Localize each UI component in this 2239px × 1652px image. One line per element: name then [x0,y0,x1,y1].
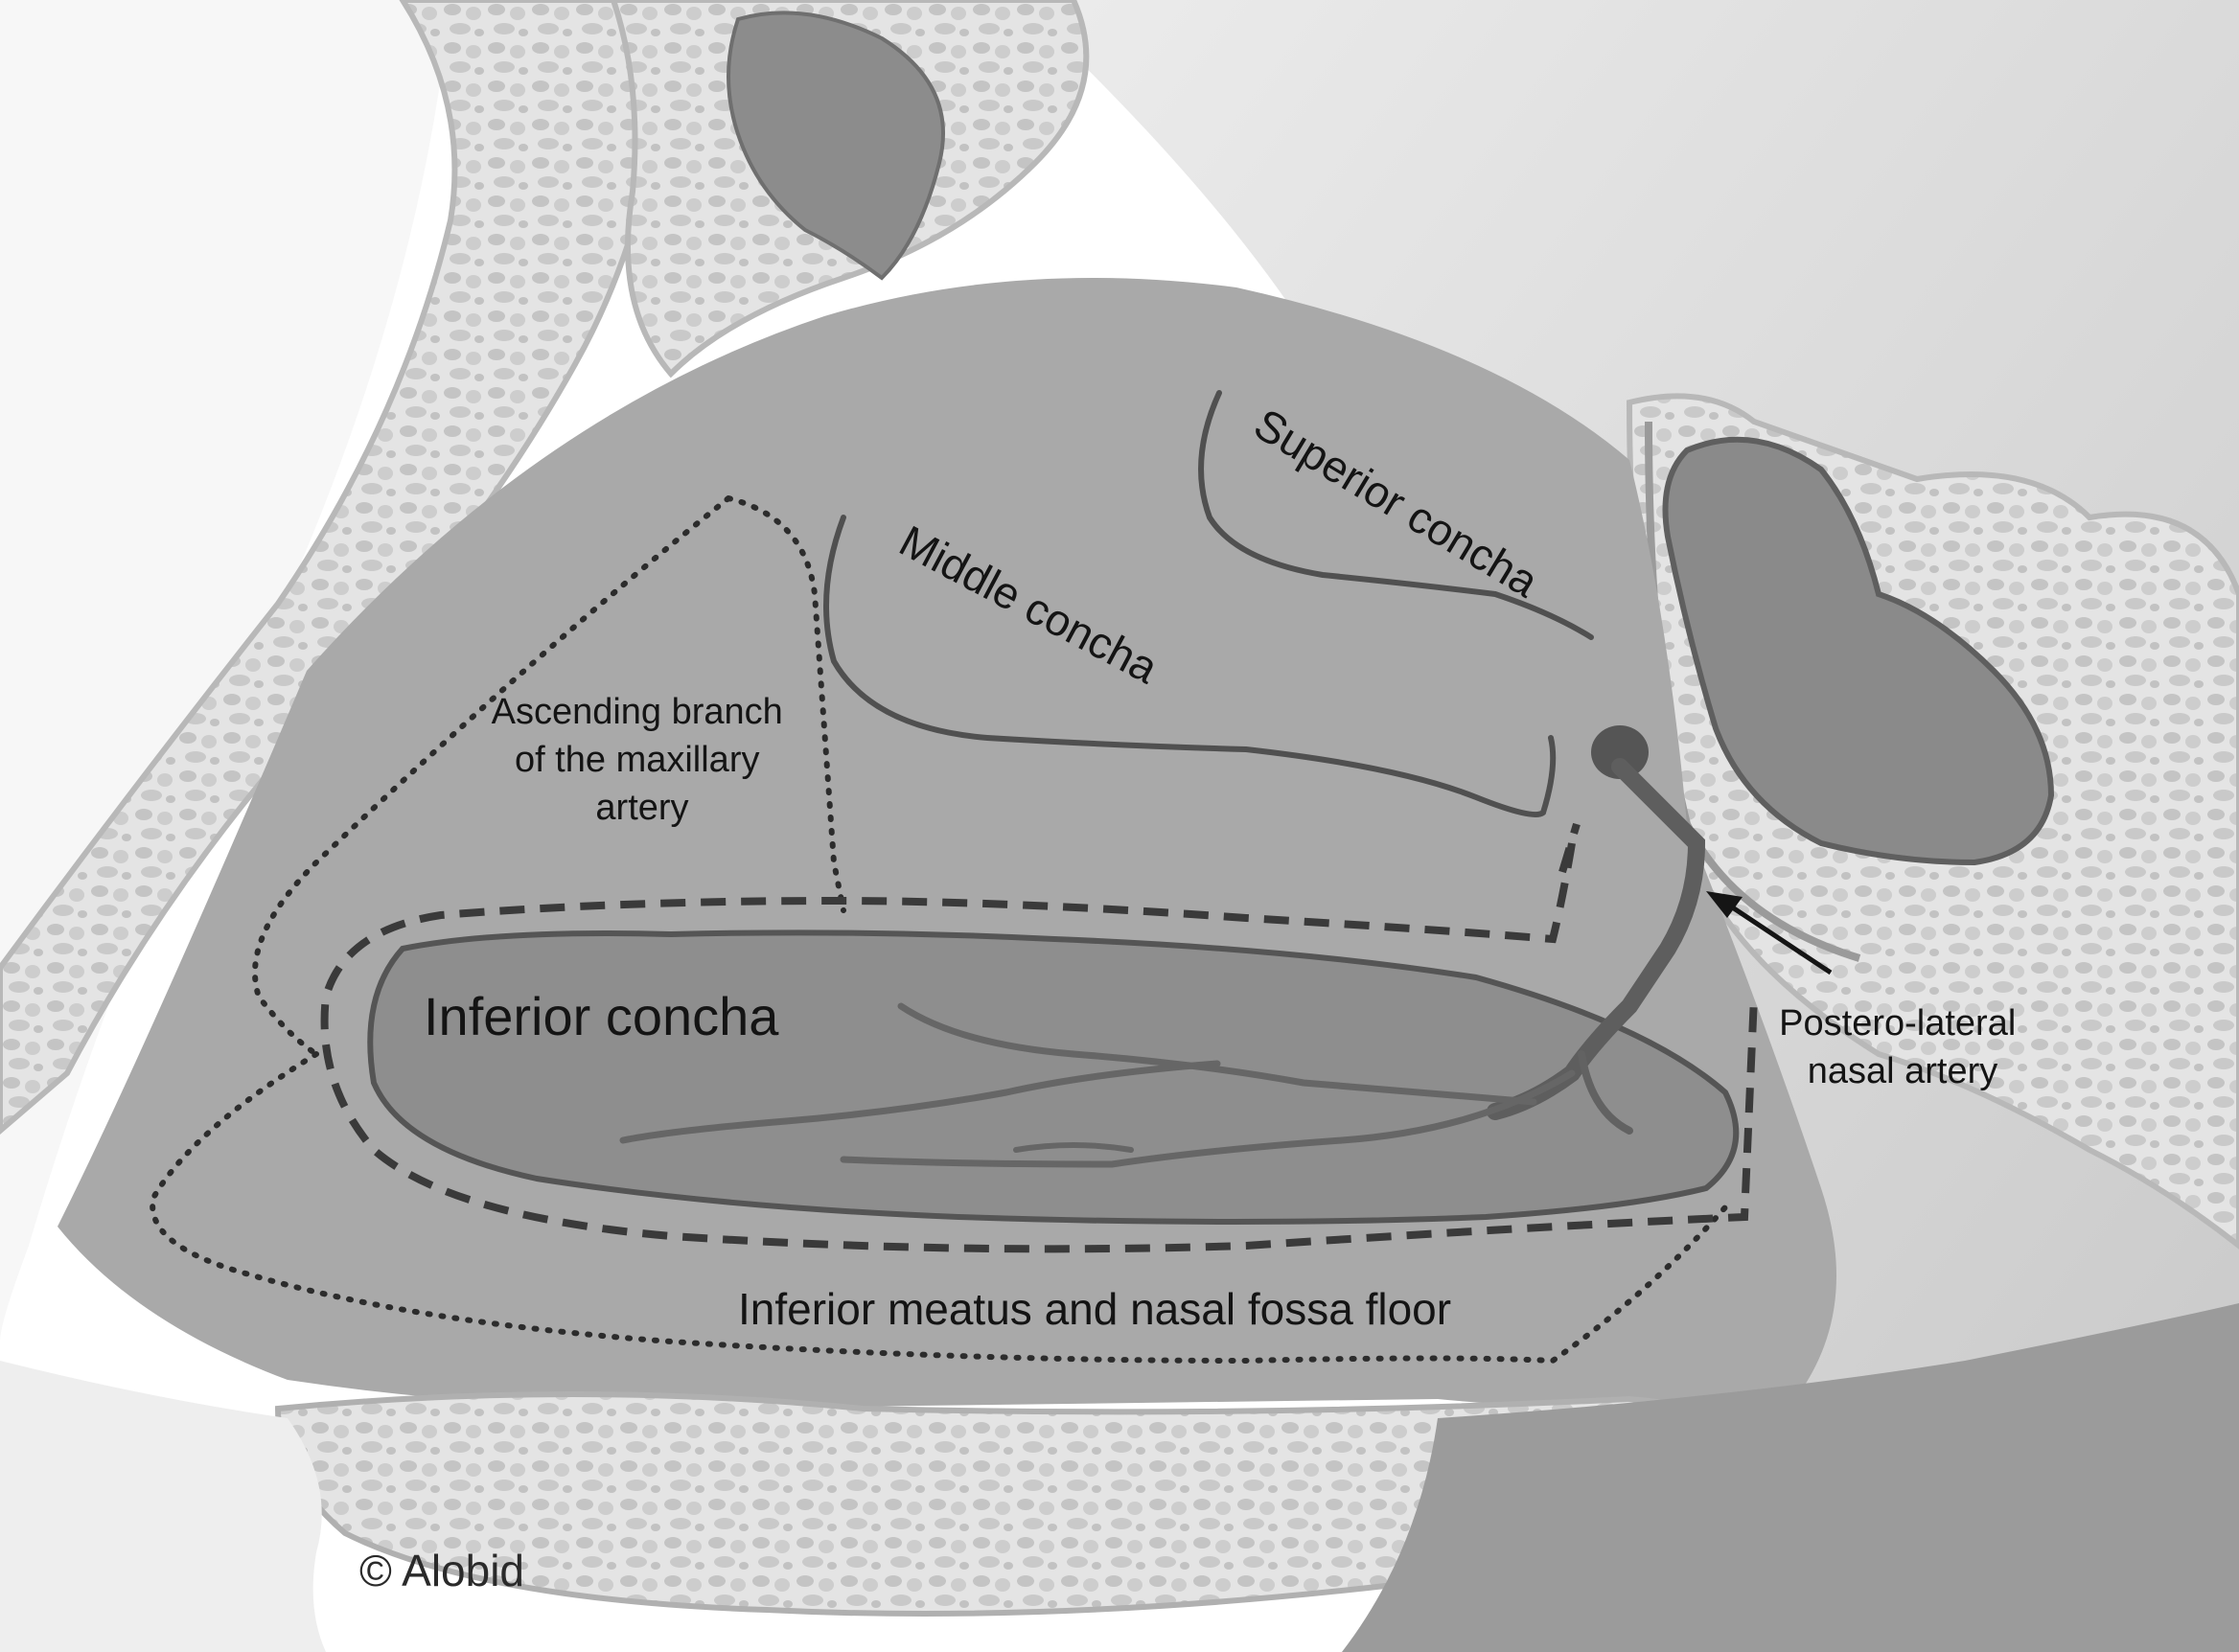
label-ascending-branch: Ascending branch of the maxillary artery [492,692,794,828]
inferior-concha [367,929,1740,1225]
superior-concha-outline [1198,390,1594,640]
label-postero-lateral-line2: nasal artery [1808,1051,1998,1091]
inferior-concha-dashed-outline [320,822,1758,1253]
artery-branch-3 [897,1002,1537,1106]
label-inferior-meatus: Inferior meatus and nasal fossa floor [738,1284,1451,1334]
label-inferior-concha: Inferior concha [424,986,779,1046]
lower-dark-tissue [1342,1303,2239,1652]
sphenoid-sinus [1662,436,2055,866]
upper-lip [0,1361,326,1652]
postero-lateral-arrow-head [1706,891,1743,918]
inferior-meatus-dotted-region [150,1051,1728,1365]
label-ascending-branch-line3: artery [595,788,688,828]
frontal-sinus [727,11,945,281]
label-ascending-branch-line1: Ascending branch [492,692,783,732]
label-postero-lateral-line1: Postero-lateral [1779,1003,2016,1044]
ascending-branch-dotted-region [252,495,846,1057]
middle-concha-outline [823,515,1557,817]
postero-lateral-arrow-shaft [1723,900,1833,975]
artery-branch-2 [840,1069,1576,1168]
artery-branch-4 [619,1060,1221,1144]
artery-branch-1 [1578,1050,1633,1135]
nasal-bone-band [0,0,675,1135]
copyright-notice: © Alobid [359,1546,524,1595]
sphenopalatine-foramen [1591,725,1649,779]
label-ascending-branch-line2: of the maxillary [515,740,760,780]
artery-branch-5 [1013,1142,1134,1153]
label-postero-lateral: Postero-lateral nasal artery [1779,1003,2026,1091]
